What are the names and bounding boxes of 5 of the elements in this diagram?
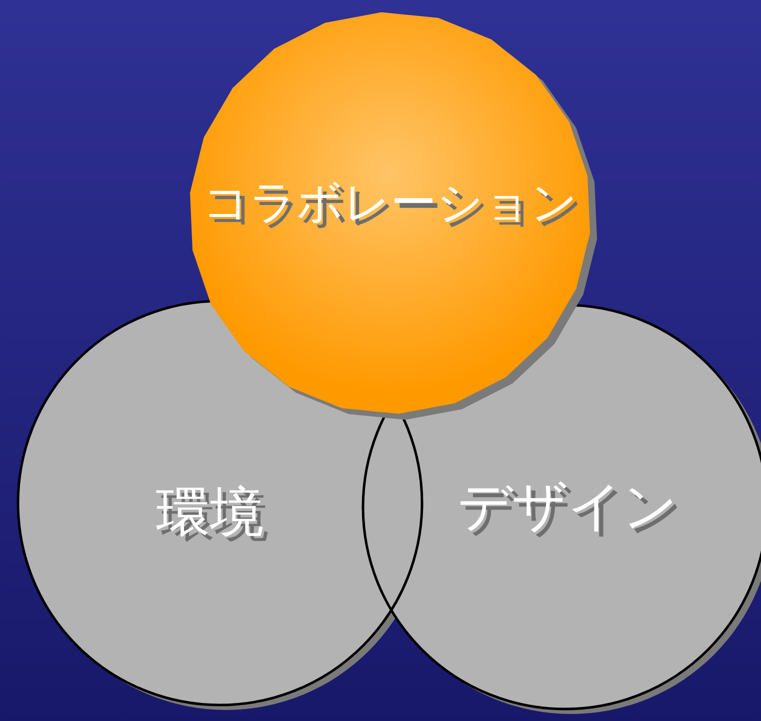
circle-label: コラボレーション xyxy=(202,174,578,231)
circle xyxy=(360,302,761,712)
circle-label: 環境 xyxy=(155,480,265,546)
circle-label: デザイン xyxy=(456,474,678,540)
circle xyxy=(15,298,425,708)
